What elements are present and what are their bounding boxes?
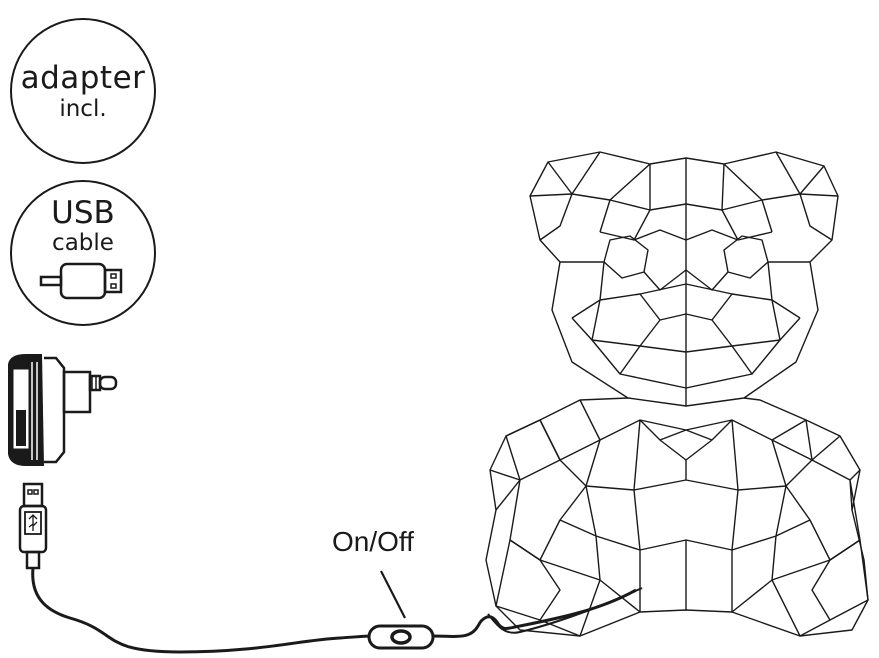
switch-leader-line (380, 570, 406, 619)
adapter-included-badge: adapter incl. (10, 18, 156, 164)
on-off-label: On/Off (332, 526, 414, 557)
power-adapter-icon (8, 354, 118, 466)
badge-adapter-line2: incl. (59, 95, 107, 122)
inline-switch-icon (367, 624, 435, 650)
teddy-bear-lamp-icon (485, 151, 869, 637)
badge-usb-line2: cable (52, 230, 114, 256)
usb-connector-icon (18, 482, 48, 570)
badge-usb-line1: USB (51, 195, 115, 231)
badge-adapter-line1: adapter (20, 59, 146, 96)
usb-plug-icon (39, 262, 123, 300)
usb-cable-badge: USB cable (10, 180, 156, 326)
